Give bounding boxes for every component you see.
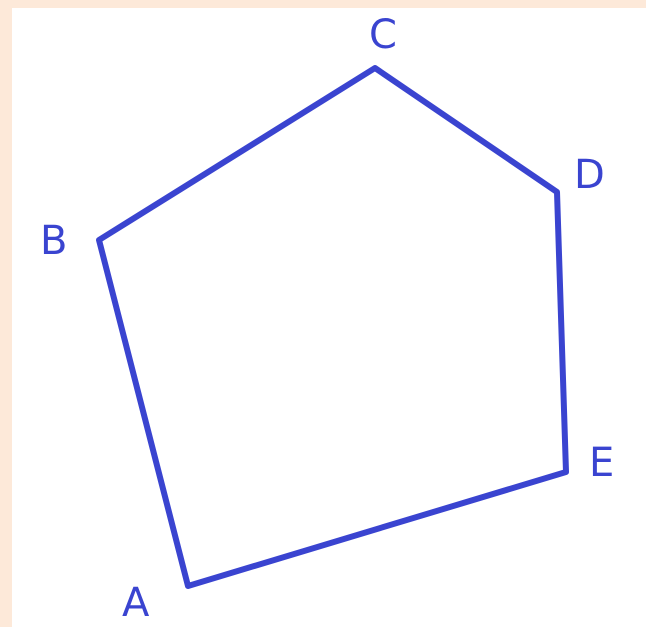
vertex-label-a: A (122, 580, 150, 626)
diagram-background (12, 8, 646, 627)
pentagon-diagram: A B C D E (12, 8, 646, 627)
diagram-canvas: A B C D E (12, 8, 646, 627)
vertex-label-b: B (40, 218, 67, 264)
vertex-label-e: E (589, 440, 614, 486)
pentagon-outline (96, 65, 569, 589)
vertex-label-d: D (574, 152, 605, 198)
vertex-label-c: C (369, 12, 397, 58)
